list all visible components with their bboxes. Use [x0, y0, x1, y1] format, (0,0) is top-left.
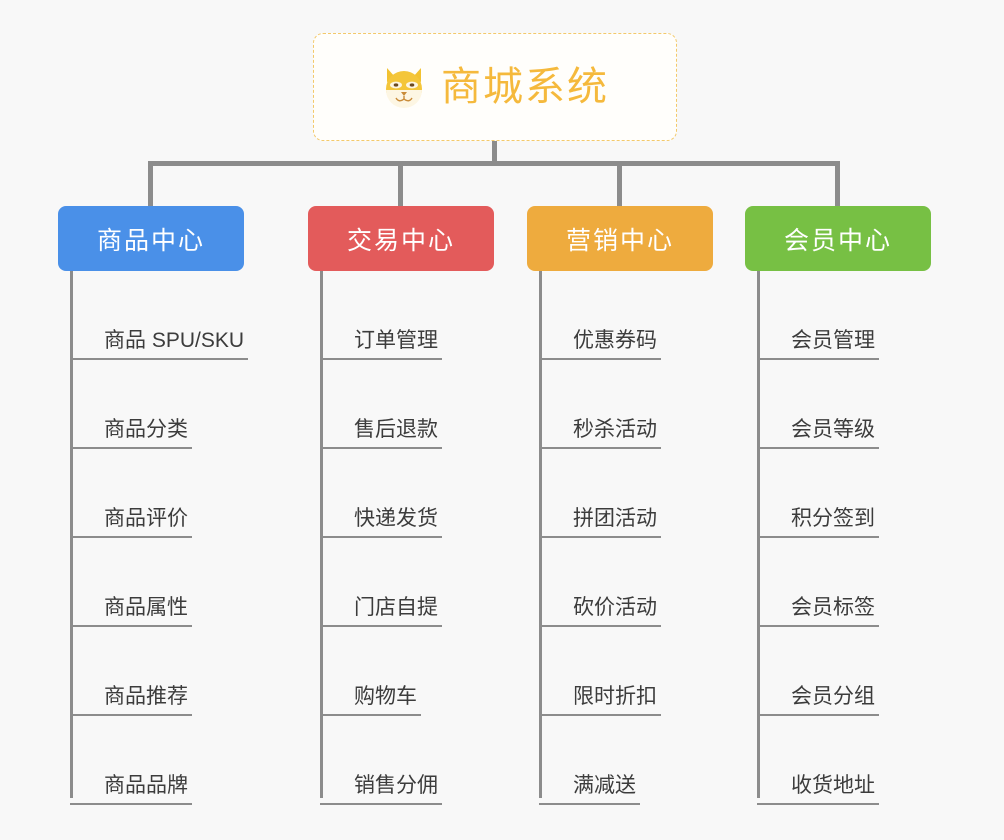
leaf-label: 商品推荐 [104, 684, 188, 708]
leaf-label: 满减送 [573, 773, 636, 797]
list-item[interactable]: 秒杀活动 [539, 360, 713, 449]
drop-connector-0 [148, 161, 153, 206]
category-label: 交易中心 [346, 226, 455, 255]
list-item[interactable]: 会员分组 [757, 627, 931, 716]
list-item[interactable]: 会员管理 [757, 271, 931, 360]
leaf-label: 商品评价 [104, 506, 188, 530]
list-item[interactable]: 商品品牌 [70, 716, 244, 805]
category-rail-connector [148, 161, 840, 166]
list-item[interactable]: 会员等级 [757, 360, 931, 449]
leaf-label: 订单管理 [354, 328, 438, 352]
drop-connector-3 [835, 161, 840, 206]
dog-face-icon [381, 64, 427, 110]
list-item[interactable]: 购物车 [320, 627, 494, 716]
category-label: 营销中心 [565, 226, 674, 255]
list-item[interactable]: 砍价活动 [539, 538, 713, 627]
list-item[interactable]: 门店自提 [320, 538, 494, 627]
drop-connector-1 [398, 161, 403, 206]
leaf-label: 会员管理 [791, 328, 875, 352]
leaf-label: 限时折扣 [573, 684, 657, 708]
list-item[interactable]: 订单管理 [320, 271, 494, 360]
leaf-label: 门店自提 [354, 595, 438, 619]
category-header-trade-center[interactable]: 交易中心 [308, 206, 494, 271]
list-item[interactable]: 商品 SPU/SKU [70, 271, 248, 360]
list-item[interactable]: 商品分类 [70, 360, 244, 449]
leaf-label: 积分签到 [791, 506, 875, 530]
leaf-label: 会员等级 [791, 417, 875, 441]
list-item[interactable]: 收货地址 [757, 716, 931, 805]
list-item[interactable]: 商品属性 [70, 538, 244, 627]
leaf-underline [539, 358, 661, 360]
category-label: 会员中心 [783, 226, 892, 255]
leaf-underline [320, 447, 442, 449]
leaf-underline [70, 714, 192, 716]
leaf-list-product-center: 商品 SPU/SKU 商品分类 商品评价 商品属性 商品推荐 商品品牌 [70, 271, 248, 805]
leaf-label: 收货地址 [791, 773, 875, 797]
category-header-product-center[interactable]: 商品中心 [58, 206, 244, 271]
leaf-label: 商品分类 [104, 417, 188, 441]
leaf-underline [70, 447, 192, 449]
root-node[interactable]: 商城系统 [313, 33, 677, 141]
list-item[interactable]: 快递发货 [320, 449, 494, 538]
leaf-underline [757, 536, 879, 538]
list-item[interactable]: 销售分佣 [320, 716, 494, 805]
leaf-underline [70, 803, 192, 805]
branch-trade-center: 交易中心 订单管理 售后退款 快递发货 门店自提 购物车 销售分佣 [308, 206, 494, 805]
branch-member-center: 会员中心 会员管理 会员等级 积分签到 会员标签 会员分组 收货地址 [745, 206, 931, 805]
leaf-label: 秒杀活动 [573, 417, 657, 441]
leaf-label: 砍价活动 [573, 595, 657, 619]
list-item[interactable]: 满减送 [539, 716, 713, 805]
leaf-underline [320, 714, 421, 716]
list-item[interactable]: 商品推荐 [70, 627, 244, 716]
leaf-underline [757, 714, 879, 716]
leaf-underline [757, 625, 879, 627]
category-label: 商品中心 [96, 226, 205, 255]
list-item[interactable]: 商品评价 [70, 449, 244, 538]
category-header-member-center[interactable]: 会员中心 [745, 206, 931, 271]
list-item[interactable]: 拼团活动 [539, 449, 713, 538]
leaf-label: 售后退款 [354, 417, 438, 441]
leaf-underline [539, 625, 661, 627]
leaf-label: 商品 SPU/SKU [104, 328, 245, 352]
leaf-underline [757, 803, 879, 805]
list-item[interactable]: 限时折扣 [539, 627, 713, 716]
category-header-marketing-center[interactable]: 营销中心 [527, 206, 713, 271]
leaf-underline [757, 358, 879, 360]
leaf-list-member-center: 会员管理 会员等级 积分签到 会员标签 会员分组 收货地址 [757, 271, 931, 805]
leaf-label: 销售分佣 [354, 773, 438, 797]
leaf-underline [539, 714, 661, 716]
root-trunk-connector [492, 141, 497, 165]
leaf-label: 会员分组 [791, 684, 875, 708]
leaf-underline [70, 625, 192, 627]
list-item[interactable]: 优惠券码 [539, 271, 713, 360]
leaf-label: 拼团活动 [573, 506, 657, 530]
leaf-underline [70, 536, 192, 538]
leaf-label: 会员标签 [791, 595, 875, 619]
leaf-underline [320, 536, 442, 538]
leaf-label: 商品属性 [104, 595, 188, 619]
branch-marketing-center: 营销中心 优惠券码 秒杀活动 拼团活动 砍价活动 限时折扣 满减送 [527, 206, 713, 805]
leaf-label: 购物车 [354, 684, 417, 708]
leaf-underline [70, 358, 248, 360]
leaf-list-marketing-center: 优惠券码 秒杀活动 拼团活动 砍价活动 限时折扣 满减送 [539, 271, 713, 805]
leaf-underline [320, 625, 442, 627]
leaf-underline [539, 536, 661, 538]
leaf-label: 商品品牌 [104, 773, 188, 797]
leaf-underline [320, 358, 442, 360]
drop-connector-2 [617, 161, 622, 206]
list-item[interactable]: 会员标签 [757, 538, 931, 627]
root-title: 商城系统 [441, 65, 609, 109]
list-item[interactable]: 售后退款 [320, 360, 494, 449]
list-item[interactable]: 积分签到 [757, 449, 931, 538]
leaf-underline [539, 447, 661, 449]
leaf-label: 优惠券码 [573, 328, 657, 352]
branch-product-center: 商品中心 商品 SPU/SKU 商品分类 商品评价 商品属性 商品推荐 商品品牌 [58, 206, 248, 805]
leaf-underline [539, 803, 640, 805]
leaf-underline [757, 447, 879, 449]
leaf-underline [320, 803, 442, 805]
leaf-label: 快递发货 [354, 506, 438, 530]
leaf-list-trade-center: 订单管理 售后退款 快递发货 门店自提 购物车 销售分佣 [320, 271, 494, 805]
